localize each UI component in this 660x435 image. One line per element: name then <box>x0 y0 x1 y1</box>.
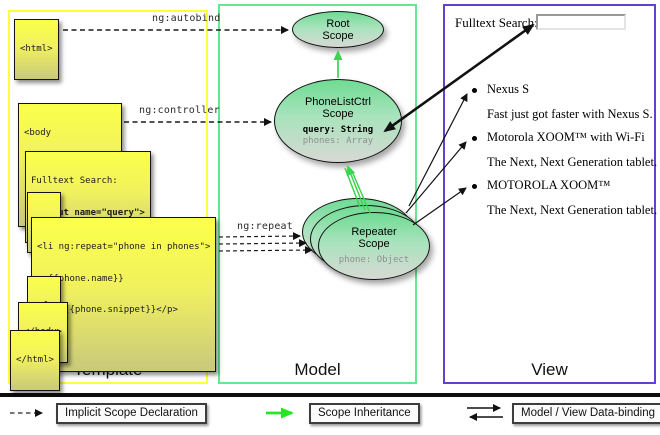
list-bullet <box>472 184 477 189</box>
code-line: <html> <box>20 44 53 54</box>
view-panel-title: View <box>531 360 568 379</box>
list-item-desc: Fast just got faster with Nexus S. <box>487 107 653 121</box>
query-property: query: String <box>302 124 374 135</box>
code-box-li-repeat: <li ng:repeat="phone in phones"> {{phone… <box>31 217 217 372</box>
phonelistctrl-scope-ellipse: PhoneListCtrl Scope query: String phones… <box>274 79 402 163</box>
phonelistctrl-scope-label: PhoneListCtrl <box>304 95 372 108</box>
ng-autobind-label: ng:autobind <box>152 13 221 24</box>
list-item-title: MOTOROLA XOOM™ <box>487 178 611 192</box>
list-bullet <box>472 88 477 93</box>
ng-repeat-label: ng:repeat <box>237 221 293 232</box>
code-box-html-open: <html> <box>14 19 59 80</box>
legend-separator-line <box>0 393 660 397</box>
root-scope-ellipse: Root Scope <box>292 11 384 48</box>
repeater-scope-label: Repeater <box>351 226 397 238</box>
model-panel-title: Model <box>294 360 341 379</box>
legend-model-view-data-binding: Model / View Data-binding <box>512 403 660 424</box>
legend-implicit-scope-declaration: Implicit Scope Declaration <box>56 403 207 424</box>
code-line: <p>{{phone.snippet}}</p> <box>37 305 178 315</box>
legend-scope-inheritance: Scope Inheritance <box>309 403 420 424</box>
repeater-scope-ellipse: Repeater Scope phone: Object <box>318 212 430 280</box>
list-bullet <box>472 136 477 141</box>
code-line: <li ng:repeat="phone in phones"> <box>37 242 211 252</box>
ng-controller-label: ng:controller <box>139 105 220 116</box>
model-panel <box>218 4 417 384</box>
phone-property: phone: Object <box>338 255 410 265</box>
code-line: </html> <box>16 355 54 365</box>
code-line: Fulltext Search: <box>31 176 118 186</box>
code-line: <body <box>24 128 52 138</box>
list-item-desc: The Next, Next Generation tablet. <box>487 155 658 169</box>
list-item-title: Nexus S <box>487 82 530 96</box>
code-line: {{phone.name}} <box>37 273 124 284</box>
code-box-html-close: </html> <box>10 330 60 391</box>
fulltext-search-input[interactable] <box>536 14 626 30</box>
view-panel <box>443 4 656 384</box>
root-scope-label: Root <box>326 17 350 30</box>
phones-property: phones: Array <box>302 135 374 146</box>
repeater-scope-label: Scope <box>358 238 390 250</box>
phonelistctrl-scope-label: Scope <box>322 107 354 120</box>
fulltext-search-label: Fulltext Search: <box>455 15 538 30</box>
list-item-desc: The Next, Next Generation tablet. <box>487 203 658 217</box>
list-item-title: Motorola XOOM™ with Wi-Fi <box>487 130 645 144</box>
root-scope-label: Scope <box>322 29 354 42</box>
